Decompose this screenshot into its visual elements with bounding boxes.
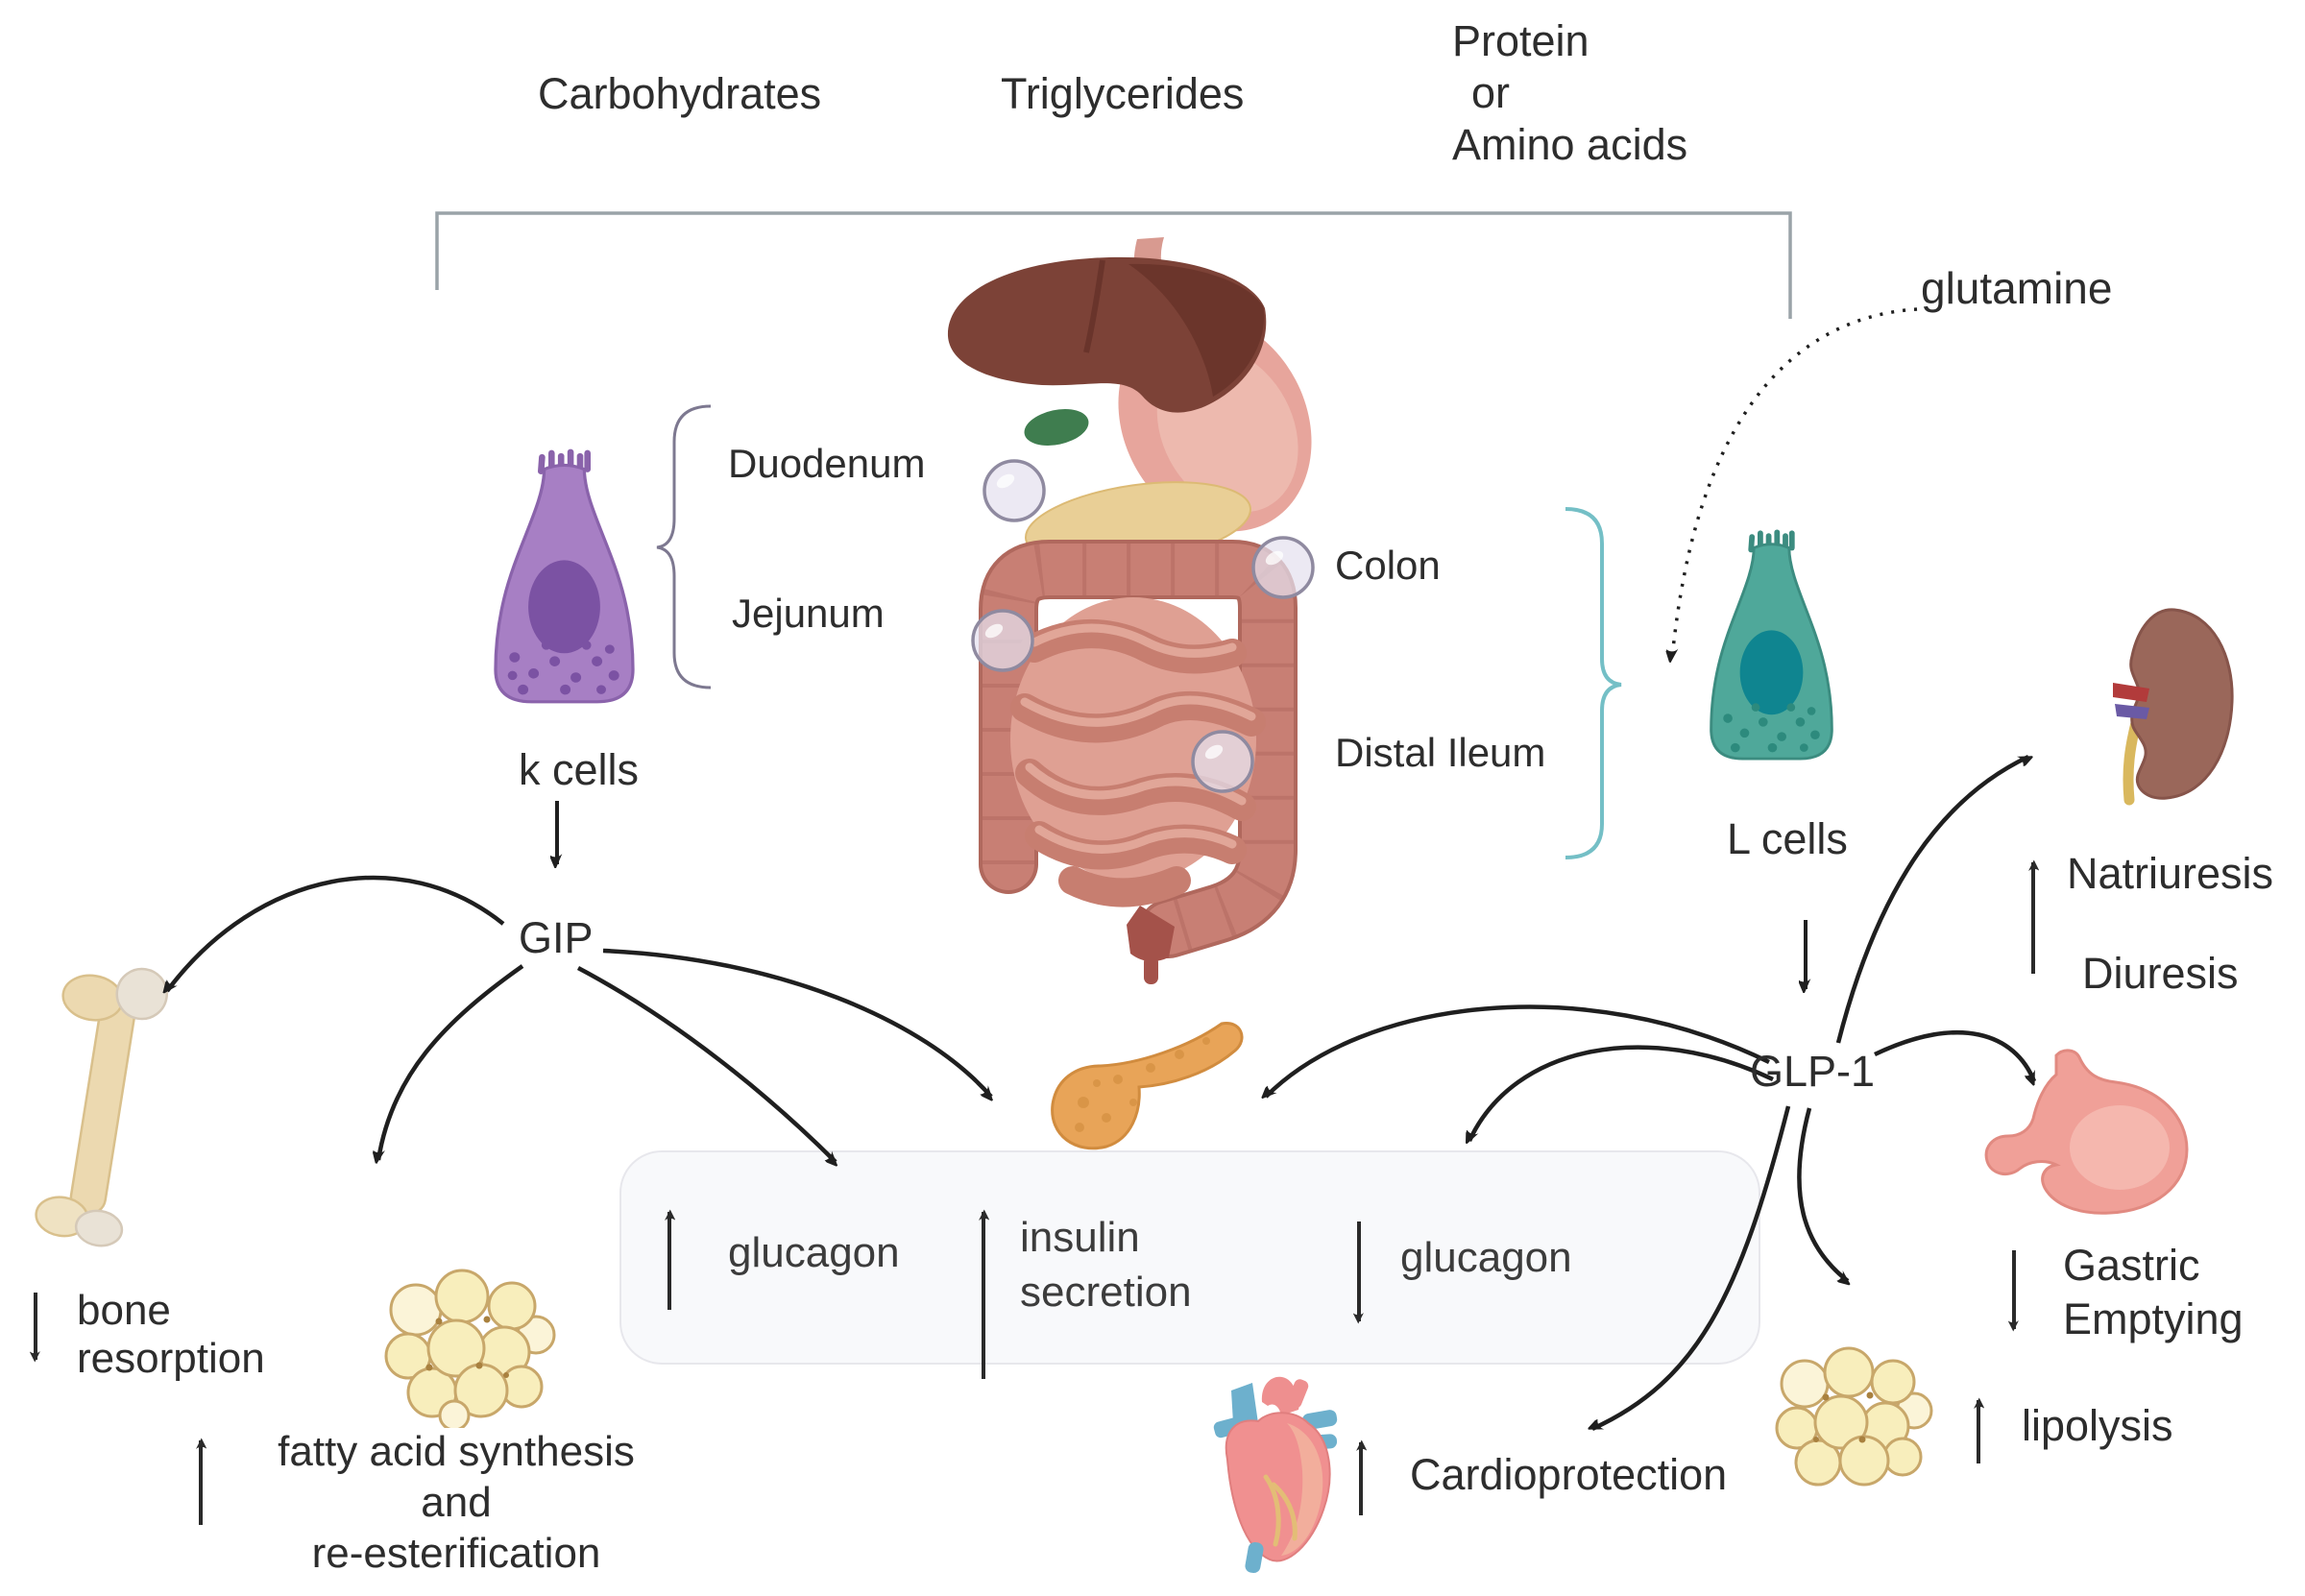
colon-label: Colon (1335, 543, 1441, 588)
fatty-acid-label: fatty acid synthesis and re-esterificati… (255, 1426, 658, 1579)
l-cells-label: L cells (1727, 814, 1848, 863)
lipolysis-label: lipolysis (2022, 1401, 2173, 1450)
pancreatic-effects-box (619, 1150, 1760, 1365)
glp1-to-heart-arrow (1592, 1105, 1791, 1432)
glucagon-up-label: glucagon (728, 1229, 900, 1276)
glp1-to-kidney-arrow (1835, 754, 2028, 1044)
gip-to-glucagon-arrow (576, 966, 836, 1162)
l-cell-sites-brace (1565, 507, 1622, 859)
duodenum-label: Duodenum (728, 441, 926, 486)
or-line: or (1471, 68, 1511, 117)
bone-resorption-label: bone resorption (77, 1287, 265, 1383)
resorption-line: resorption (77, 1335, 265, 1382)
insulin-secretion-label: insulin secretion (1020, 1210, 1192, 1319)
gi-tract-icon (927, 235, 1340, 984)
cardioprotection-label: Cardioprotection (1410, 1450, 1728, 1499)
k-cells-label: k cells (519, 745, 640, 794)
heart-icon (1199, 1364, 1352, 1580)
glutamine-arrow (1672, 307, 1918, 659)
l-cell-icon (1702, 519, 1841, 780)
gip-label: GIP (519, 913, 594, 962)
fatty-line3: re-esterification (311, 1530, 601, 1577)
glucagon-down-label: glucagon (1400, 1234, 1572, 1281)
glp1-to-stomach-arrow (1874, 1030, 2037, 1081)
k-cell-sites-brace (656, 404, 712, 689)
emptying-line: Emptying (2063, 1294, 2244, 1343)
kidney-icon (2094, 600, 2238, 816)
secretion-line: secretion (1020, 1269, 1192, 1316)
nutrient-bracket (435, 211, 1792, 319)
glutamine-label: glutamine (1921, 263, 2113, 313)
fatty-line2: and (421, 1479, 492, 1526)
insulin-line: insulin (1020, 1214, 1140, 1261)
gastric-emptying-label: Gastric Emptying (2063, 1239, 2244, 1346)
glp1-to-glucagon-arrow (1469, 1045, 1774, 1141)
site-magnifier-icons (971, 459, 1315, 793)
distal-ileum-label: Distal Ileum (1335, 730, 1546, 775)
triglycerides-label: Triglycerides (1001, 69, 1245, 118)
amino-acids-line: Amino acids (1452, 120, 1688, 169)
stomach-icon (1964, 1042, 2204, 1229)
bone-line: bone (77, 1287, 171, 1334)
gip-to-bone-arrow (167, 875, 505, 991)
k-cell-icon (485, 437, 643, 725)
bone-icon (17, 951, 185, 1272)
natriuresis-label: Natriuresis (2067, 849, 2274, 898)
gip-to-adipose-arrow (378, 964, 524, 1160)
glp1-label: GLP-1 (1750, 1047, 1876, 1096)
jejunum-label: Jejunum (732, 591, 885, 636)
gastric-line: Gastric (2063, 1241, 2200, 1290)
gip-to-pancreas-arrow (602, 948, 991, 1097)
protein-line: Protein (1452, 16, 1589, 65)
glp1-to-pancreas-arrow (1266, 1004, 1770, 1097)
fatty-line1: fatty acid synthesis (278, 1428, 635, 1475)
adipose-cluster-right-icon (1770, 1340, 1933, 1498)
adipose-cluster-left-icon (379, 1260, 557, 1428)
diuresis-label: Diuresis (2082, 949, 2239, 998)
pancreas-icon (1026, 997, 1247, 1160)
glp1-to-adipose-arrow (1797, 1107, 1848, 1281)
protein-label: Protein or Amino acids (1452, 15, 1687, 171)
carbohydrates-label: Carbohydrates (538, 69, 822, 118)
